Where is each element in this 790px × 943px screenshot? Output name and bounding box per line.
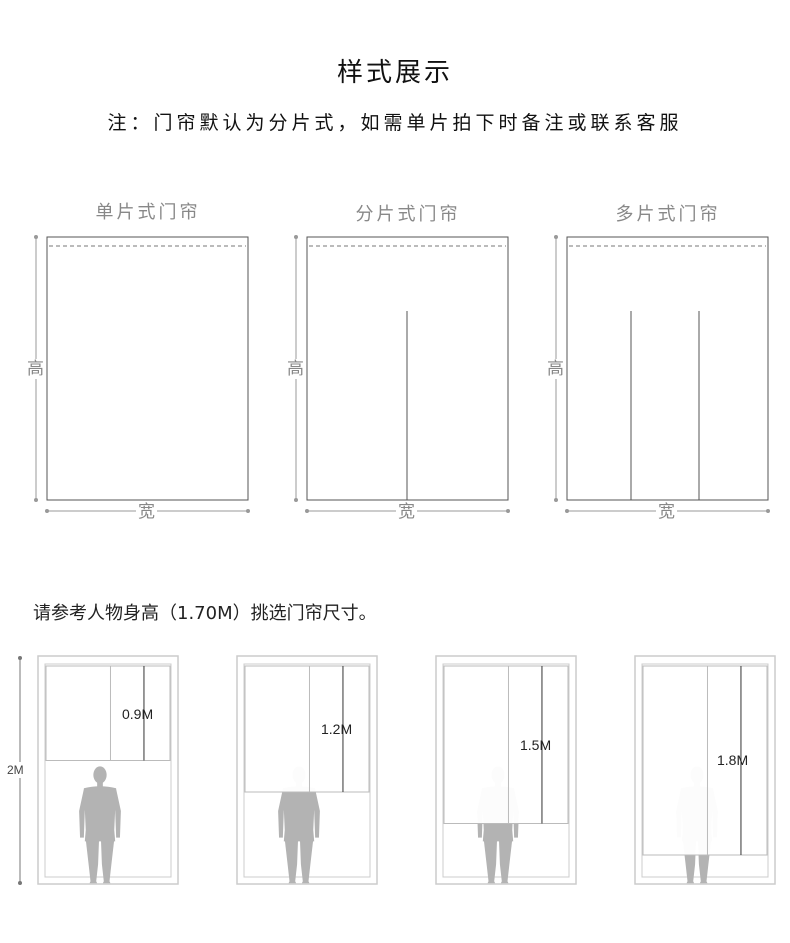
- door-frame-inner: [243, 663, 371, 878]
- multi-panel-diagram: [554, 235, 770, 513]
- length-label-0: 0.9M: [122, 706, 154, 722]
- width-label-single: 宽: [136, 502, 157, 522]
- door-height-label: 2M: [7, 762, 24, 778]
- door-frame-outer: [634, 655, 776, 885]
- multi-panel-curtain: [566, 236, 769, 501]
- style-label-split: 分片式门帘: [355, 204, 461, 225]
- single-panel-curtain: [46, 236, 249, 501]
- length-label-3: 1.8M: [717, 752, 749, 768]
- person-silhouette: [278, 766, 320, 884]
- door-frame-outer: [236, 655, 378, 885]
- person-silhouette: [79, 766, 121, 884]
- curtain-style-diagrams: [34, 235, 770, 513]
- door-frame-outer: [435, 655, 577, 885]
- door-frame-inner: [641, 663, 769, 878]
- length-label-1: 1.2M: [321, 721, 353, 737]
- style-label-multi: 多片式门帘: [615, 204, 721, 225]
- single-panel-diagram: [34, 235, 250, 513]
- height-label-single: 高: [25, 359, 46, 379]
- split-panel-diagram: [294, 235, 510, 513]
- reference-text: 请参考人物身高（1.70M）挑选门帘尺寸。: [33, 603, 377, 624]
- reference-door-0: [37, 655, 179, 885]
- width-label-split: 宽: [396, 502, 417, 522]
- reference-door-2: [435, 655, 577, 885]
- person-silhouette: [477, 766, 519, 884]
- page-title: 样式展示: [336, 58, 453, 88]
- page-note: 注：门帘默认为分片式，如需单片拍下时备注或联系客服: [107, 112, 683, 134]
- door-frame-inner: [442, 663, 570, 878]
- curtain-panel: [642, 665, 768, 856]
- height-label-multi: 高: [545, 359, 566, 379]
- length-label-2: 1.5M: [520, 737, 552, 753]
- person-silhouette: [676, 766, 718, 884]
- style-label-single: 单片式门帘: [95, 202, 201, 223]
- door-frame-inner: [44, 663, 172, 878]
- width-label-multi: 宽: [656, 502, 677, 522]
- height-label-split: 高: [285, 359, 306, 379]
- reference-door-3: [634, 655, 776, 885]
- door-frame-outer: [37, 655, 179, 885]
- reference-door-1: [236, 655, 378, 885]
